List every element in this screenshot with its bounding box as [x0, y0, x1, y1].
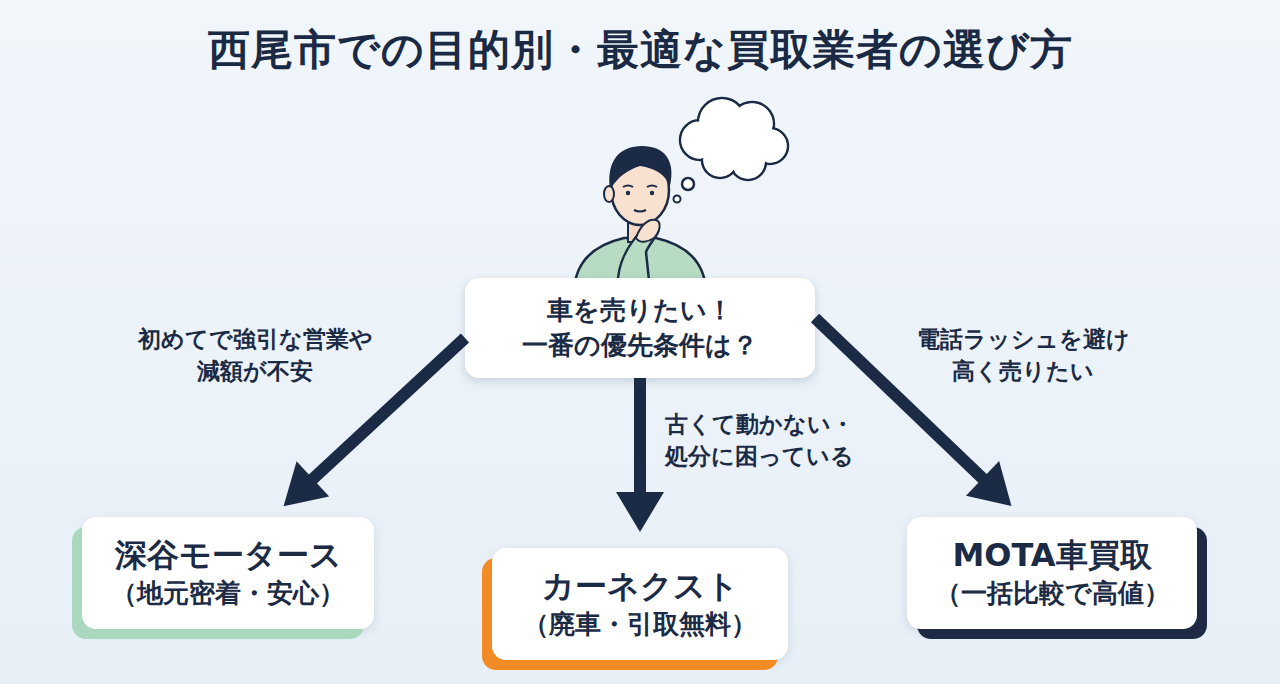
option-box: 深谷モータース（地元密着・安心）: [82, 517, 374, 629]
company-note: （地元密着・安心）: [111, 577, 345, 611]
question-box: 車を売りたい！ 一番の優先条件は？: [465, 278, 815, 378]
arrow-head: [616, 492, 664, 532]
company-name: MOTA車買取: [952, 535, 1151, 577]
question-text: 車を売りたい！ 一番の優先条件は？: [479, 293, 801, 363]
option-box: カーネクスト（廃車・引取無料）: [492, 548, 788, 660]
arrow-head: [966, 461, 1011, 506]
company-name: カーネクスト: [542, 566, 739, 608]
company-name: 深谷モータース: [115, 535, 342, 577]
connector-line: [634, 378, 646, 496]
edge-label: 電話ラッシュを避け 高く売りたい: [898, 323, 1148, 387]
connector-line: [310, 338, 465, 482]
edge-label: 初めてで強引な営業や 減額が不安: [100, 323, 410, 387]
company-note: （廃車・引取無料）: [523, 608, 757, 642]
company-note: （一括比較で高値）: [935, 577, 1170, 611]
connector-arrow: [616, 378, 664, 532]
arrow-head: [284, 461, 330, 506]
diagram-title: 西尾市での目的別・最適な買取業者の選び方: [0, 22, 1280, 78]
option-box: MOTA車買取（一括比較で高値）: [907, 517, 1197, 629]
edge-label: 古くて動かない・ 処分に困っている: [665, 408, 905, 472]
thought-bubble: [674, 98, 789, 203]
thinking-person: [574, 146, 706, 290]
